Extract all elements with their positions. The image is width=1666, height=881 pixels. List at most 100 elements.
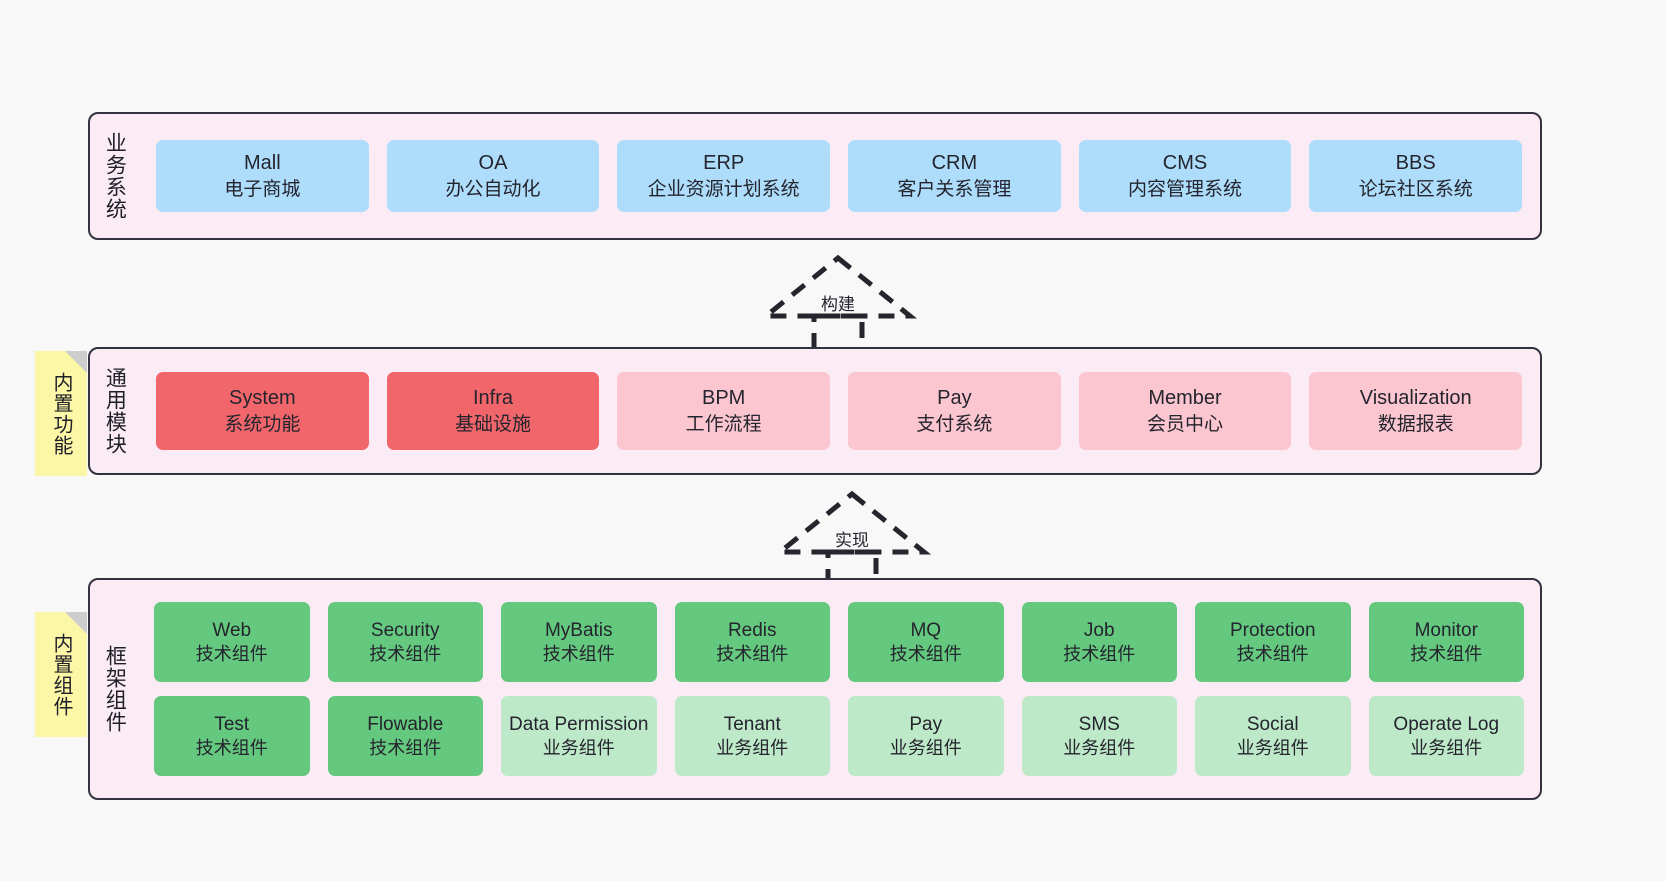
card-title-en: Pay (909, 713, 943, 735)
card-flowable[interactable]: Flowable 技术组件 (327, 696, 483, 776)
card-row: Web 技术组件 Security 技术组件 MyBatis 技术组件 Redi… (154, 602, 1524, 682)
card-title-en: Monitor (1414, 619, 1478, 641)
card-title-en: Pay (937, 387, 972, 410)
card-title-cn: 客户关系管理 (897, 178, 1012, 200)
card-title-cn: 技术组件 (195, 737, 268, 758)
sticky-note-label: 内置功能 (50, 371, 72, 456)
card-visualization[interactable]: Visualization 数据报表 (1309, 372, 1523, 450)
card-title-cn: 业务组件 (716, 737, 789, 758)
card-title-cn: 技术组件 (369, 643, 442, 664)
card-title-cn: 论坛社区系统 (1358, 178, 1473, 200)
sticky-note-builtin-components: 内置组件 (35, 612, 87, 737)
arrow-shape-icon (758, 254, 918, 352)
card-row: Mall 电子商城 OA 办公自动化 ERP 企业资源计划系统 CRM 客户关系… (156, 140, 1523, 212)
uml-realization-arrow-build: 构建 (758, 252, 918, 352)
card-web[interactable]: Web 技术组件 (154, 602, 310, 682)
card-bbs[interactable]: BBS 论坛社区系统 (1309, 140, 1523, 212)
uml-realization-arrow-implement: 实现 (772, 488, 932, 588)
layer-business-systems: 业务系统 Mall 电子商城 OA 办公自动化 ERP 企业资源计划系统 CRM… (88, 112, 1542, 240)
card-title-cn: 办公自动化 (445, 178, 541, 200)
card-title-cn: 技术组件 (889, 643, 962, 664)
card-title-en: Mall (244, 152, 281, 175)
card-title-cn: 数据报表 (1377, 413, 1454, 435)
card-test[interactable]: Test 技术组件 (154, 696, 310, 776)
card-pay-business[interactable]: Pay 业务组件 (848, 696, 1004, 776)
layer-title-framework-components: 框架组件 (103, 645, 127, 733)
sticky-note-label: 内置组件 (50, 632, 72, 717)
card-erp[interactable]: ERP 企业资源计划系统 (617, 140, 831, 212)
card-title-cn: 技术组件 (542, 643, 615, 664)
card-title-en: MQ (910, 619, 942, 641)
card-social[interactable]: Social 业务组件 (1195, 696, 1351, 776)
card-operate-log[interactable]: Operate Log 业务组件 (1368, 696, 1524, 776)
card-grid-common-modules: System 系统功能 Infra 基础设施 BPM 工作流程 Pay 支付系统… (138, 349, 1540, 473)
card-job[interactable]: Job 技术组件 (1021, 602, 1177, 682)
card-grid-framework-components: Web 技术组件 Security 技术组件 MyBatis 技术组件 Redi… (138, 580, 1540, 798)
card-monitor[interactable]: Monitor 技术组件 (1368, 602, 1524, 682)
card-oa[interactable]: OA 办公自动化 (386, 140, 600, 212)
card-sms[interactable]: SMS 业务组件 (1021, 696, 1177, 776)
layer-title-business-systems: 业务系统 (103, 132, 127, 220)
card-title-en: BPM (702, 387, 746, 410)
card-mybatis[interactable]: MyBatis 技术组件 (501, 602, 657, 682)
card-title-en: SMS (1078, 713, 1120, 735)
card-title-en: System (228, 387, 296, 410)
card-title-cn: 业务组件 (542, 737, 615, 758)
card-title-cn: 内容管理系统 (1128, 178, 1243, 200)
card-title-en: Operate Log (1393, 713, 1500, 735)
card-title-en: OA (478, 152, 508, 175)
card-crm[interactable]: CRM 客户关系管理 (848, 140, 1061, 212)
card-title-en: Redis (727, 619, 777, 641)
card-row: Test 技术组件 Flowable 技术组件 Data Permission … (154, 696, 1524, 776)
card-title-cn: 业务组件 (1063, 737, 1136, 758)
card-title-cn: 系统功能 (224, 413, 301, 435)
card-tenant[interactable]: Tenant 业务组件 (674, 696, 830, 776)
card-mq[interactable]: MQ 技术组件 (848, 602, 1004, 682)
card-title-cn: 技术组件 (1410, 643, 1483, 664)
card-bpm[interactable]: BPM 工作流程 (617, 372, 831, 450)
card-title-cn: 支付系统 (916, 413, 993, 435)
card-security[interactable]: Security 技术组件 (327, 602, 483, 682)
card-redis[interactable]: Redis 技术组件 (674, 602, 830, 682)
card-title-cn: 业务组件 (1236, 737, 1309, 758)
card-title-en: Member (1148, 387, 1222, 410)
card-title-en: Tenant (723, 713, 781, 735)
card-title-en: Job (1083, 619, 1115, 641)
card-title-cn: 企业资源计划系统 (647, 178, 800, 200)
card-row: System 系统功能 Infra 基础设施 BPM 工作流程 Pay 支付系统… (156, 372, 1523, 450)
card-system[interactable]: System 系统功能 (156, 372, 369, 450)
card-title-en: BBS (1395, 152, 1436, 175)
card-title-cn: 会员中心 (1147, 413, 1224, 435)
card-infra[interactable]: Infra 基础设施 (386, 372, 600, 450)
card-pay[interactable]: Pay 支付系统 (848, 372, 1061, 450)
card-title-en: Social (1246, 713, 1299, 735)
card-title-en: Protection (1229, 619, 1316, 641)
arrow-shape-icon (772, 490, 932, 588)
card-title-cn: 技术组件 (195, 643, 268, 664)
card-protection[interactable]: Protection 技术组件 (1195, 602, 1351, 682)
card-member[interactable]: Member 会员中心 (1078, 372, 1292, 450)
card-title-en: Security (370, 619, 440, 641)
card-title-en: Test (214, 713, 250, 735)
card-title-cn: 技术组件 (716, 643, 789, 664)
card-title-en: Data Permission (509, 713, 649, 735)
card-title-cn: 基础设施 (455, 413, 532, 435)
card-mall[interactable]: Mall 电子商城 (156, 140, 369, 212)
card-title-en: Visualization (1359, 387, 1472, 410)
card-title-cn: 业务组件 (889, 737, 962, 758)
card-title-cn: 技术组件 (1236, 643, 1309, 664)
card-title-cn: 技术组件 (369, 737, 442, 758)
layer-title-common-modules: 通用模块 (103, 367, 127, 455)
card-title-en: CRM (931, 152, 978, 175)
card-grid-business-systems: Mall 电子商城 OA 办公自动化 ERP 企业资源计划系统 CRM 客户关系… (138, 114, 1540, 238)
card-title-en: Web (212, 619, 252, 641)
sticky-note-builtin-functions: 内置功能 (35, 351, 87, 476)
card-title-en: Infra (472, 387, 514, 410)
layer-framework-components: 框架组件 Web 技术组件 Security 技术组件 MyBatis 技术组件… (88, 578, 1542, 800)
layer-common-modules: 通用模块 System 系统功能 Infra 基础设施 BPM 工作流程 Pay… (88, 347, 1542, 475)
card-title-cn: 业务组件 (1410, 737, 1483, 758)
card-cms[interactable]: CMS 内容管理系统 (1078, 140, 1292, 212)
card-data-permission[interactable]: Data Permission 业务组件 (501, 696, 657, 776)
card-title-cn: 技术组件 (1063, 643, 1136, 664)
